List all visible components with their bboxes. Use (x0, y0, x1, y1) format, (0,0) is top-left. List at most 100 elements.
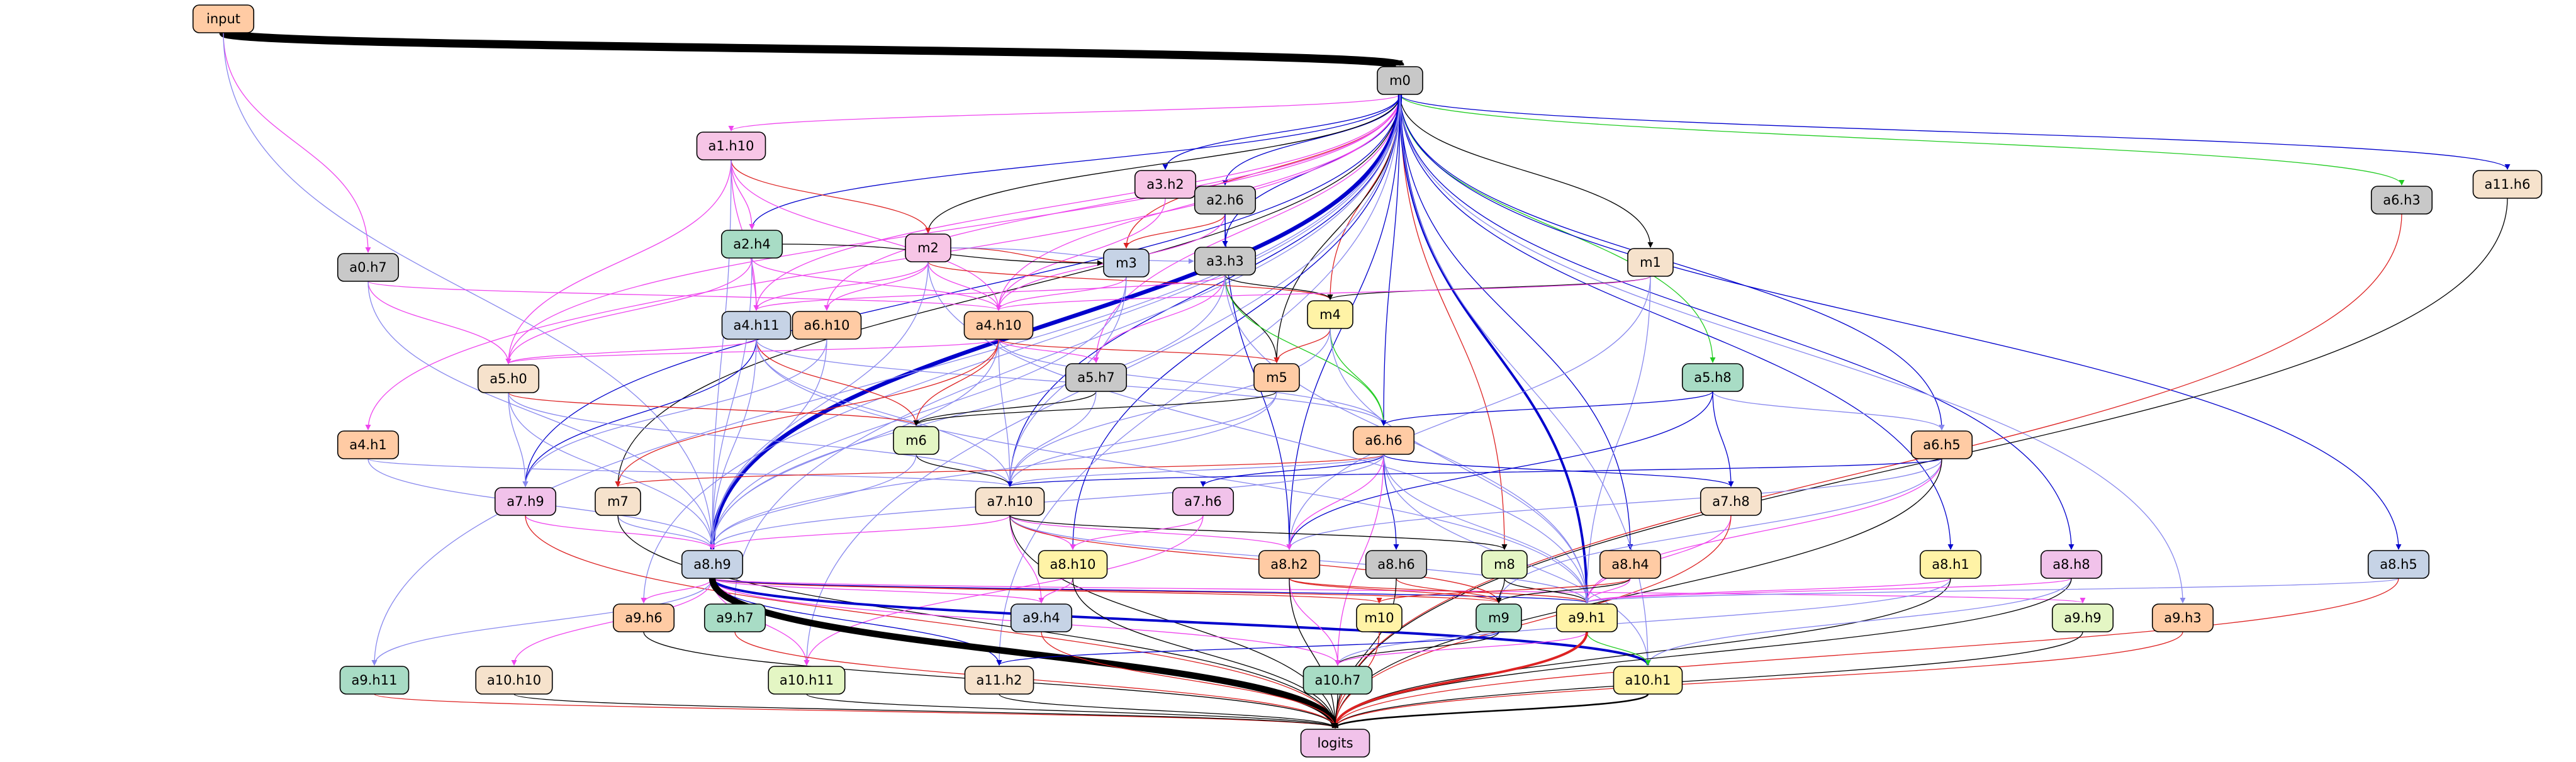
node-m6[interactable]: m6 (893, 426, 939, 455)
node-a1-h10[interactable]: a1.h10 (696, 132, 766, 160)
node-a10-h10[interactable]: a10.h10 (475, 666, 553, 695)
edge-a0.h7-to-a8.h9 (367, 281, 715, 550)
node-a8-h6[interactable]: a8.h6 (1365, 550, 1428, 579)
node-a5-h0[interactable]: a5.h0 (477, 364, 540, 393)
edge-m0-to-a4.h1 (365, 94, 1401, 430)
edge-a8.h4-to-m10 (1376, 578, 1631, 603)
node-a9-h9[interactable]: a9.h9 (2051, 603, 2114, 632)
edge-m2-to-a4.h10 (927, 261, 1002, 311)
node-a5-h8[interactable]: a5.h8 (1681, 363, 1744, 392)
node-box (1307, 300, 1353, 329)
edge-m0-to-a6.h3 (1399, 94, 2405, 186)
node-m0[interactable]: m0 (1377, 66, 1423, 95)
node-m2[interactable]: m2 (905, 233, 951, 262)
node-a6-h6[interactable]: a6.h6 (1352, 426, 1415, 455)
node-label: m10 (1364, 610, 1394, 625)
edge-a8.h10-to-logits (1072, 578, 1338, 729)
node-label: a9.h6 (625, 610, 663, 625)
node-a6-h3[interactable]: a6.h3 (2370, 186, 2433, 215)
edge-a6.h10-to-a8.h9 (709, 339, 827, 550)
node-m4[interactable]: m4 (1307, 300, 1353, 329)
node-a0-h7[interactable]: a0.h7 (337, 253, 400, 282)
node-a6-h5[interactable]: a6.h5 (1910, 430, 1973, 459)
edge-m3-to-a4.h10 (995, 276, 1127, 311)
node-a3-h3[interactable]: a3.h3 (1194, 247, 1257, 276)
node-a9-h4[interactable]: a9.h4 (1010, 603, 1073, 632)
edge-a9.h1-to-a10.h1 (1586, 631, 1651, 666)
edge-m0-to-a7.h10 (1007, 94, 1401, 487)
node-m3[interactable]: m3 (1103, 249, 1150, 277)
node-label: a8.h1 (1932, 557, 1969, 572)
node-box (1253, 363, 1300, 392)
node-label: m6 (905, 433, 927, 448)
edge-a4.h11-to-a5.h0 (505, 339, 757, 364)
node-a8-h5[interactable]: a8.h5 (2367, 550, 2430, 579)
node-box (1352, 426, 1415, 455)
node-a9-h3[interactable]: a9.h3 (2151, 603, 2214, 632)
node-a8-h4[interactable]: a8.h4 (1599, 550, 1662, 579)
node-m5[interactable]: m5 (1253, 363, 1300, 392)
edge-a9.h1-to-a10.h7 (1335, 631, 1588, 666)
edge-a6.h5-to-a7.h10 (1007, 458, 1942, 487)
node-label: m2 (917, 240, 939, 255)
edge-m0-to-m1 (1399, 94, 1654, 248)
node-a8-h10[interactable]: a8.h10 (1038, 550, 1108, 579)
node-a5-h7[interactable]: a5.h7 (1065, 363, 1128, 392)
node-a11-h2[interactable]: a11.h2 (964, 666, 1034, 695)
node-m9[interactable]: m9 (1476, 603, 1522, 632)
edge-a5.h0-to-a7.h10 (508, 392, 1013, 487)
node-a7-h9[interactable]: a7.h9 (494, 487, 557, 516)
edge-a4.h10-to-a6.h6 (998, 339, 1387, 426)
node-label: m4 (1319, 307, 1341, 322)
node-box (681, 550, 744, 579)
node-a2-h4[interactable]: a2.h4 (720, 230, 783, 259)
node-a10-h1[interactable]: a10.h1 (1613, 666, 1683, 695)
node-a3-h2[interactable]: a3.h2 (1134, 170, 1197, 199)
node-a8-h2[interactable]: a8.h2 (1258, 550, 1321, 579)
node-a4-h11[interactable]: a4.h11 (721, 311, 792, 340)
node-a9-h7[interactable]: a9.h7 (703, 603, 766, 632)
node-a8-h8[interactable]: a8.h8 (2040, 550, 2103, 579)
node-a11-h6[interactable]: a11.h6 (2472, 170, 2543, 199)
node-a4-h10[interactable]: a4.h10 (963, 311, 1034, 340)
node-m8[interactable]: m8 (1481, 550, 1528, 579)
node-a2-h6[interactable]: a2.h6 (1194, 186, 1257, 215)
node-input[interactable]: input (192, 4, 255, 33)
node-m10[interactable]: m10 (1356, 603, 1403, 632)
node-box (192, 4, 255, 33)
node-a8-h9[interactable]: a8.h9 (681, 550, 744, 579)
node-a7-h8[interactable]: a7.h8 (1700, 487, 1762, 516)
node-label: m8 (1494, 557, 1515, 572)
node-a9-h6[interactable]: a9.h6 (612, 603, 675, 632)
node-a4-h1[interactable]: a4.h1 (337, 430, 400, 459)
node-label: a11.h2 (977, 673, 1022, 688)
node-a7-h6[interactable]: a7.h6 (1172, 487, 1235, 516)
edge-m4-to-a7.h10 (1007, 328, 1331, 487)
edge-a9.h11-to-logits (374, 693, 1338, 729)
edge-a11.h2-to-logits (999, 693, 1338, 729)
node-m1[interactable]: m1 (1627, 248, 1674, 277)
node-label: a8.h9 (693, 557, 731, 572)
node-box (703, 603, 766, 632)
edge-a4.h11-to-a9.h1 (756, 339, 1590, 603)
edge-a1.h10-to-a5.h0 (505, 159, 732, 364)
edge-a6.h5-to-m9 (1496, 458, 1942, 603)
node-a10-h11[interactable]: a10.h11 (768, 666, 846, 695)
node-a6-h10[interactable]: a6.h10 (792, 311, 862, 340)
edge-a5.h8-to-a7.h8 (1712, 391, 1734, 487)
edge-a10.h11-to-logits (806, 693, 1338, 729)
node-m7[interactable]: m7 (595, 487, 641, 516)
node-a10-h7[interactable]: a10.h7 (1302, 666, 1373, 695)
node-logits[interactable]: logits (1300, 729, 1370, 758)
edge-a6.h6-to-a8.h2 (1286, 454, 1384, 550)
node-a9-h11[interactable]: a9.h11 (339, 666, 410, 695)
node-label: a7.h9 (507, 494, 544, 509)
node-a8-h1[interactable]: a8.h1 (1919, 550, 1982, 579)
node-box (1194, 247, 1257, 276)
node-box (1627, 248, 1674, 277)
edge-a6.h10-to-a7.h9 (522, 339, 827, 487)
node-a9-h1[interactable]: a9.h1 (1555, 603, 1618, 632)
node-a7-h10[interactable]: a7.h10 (975, 487, 1045, 516)
edge-m2-to-a4.h11 (753, 261, 929, 311)
edge-m0-to-a6.h6 (1380, 94, 1401, 426)
